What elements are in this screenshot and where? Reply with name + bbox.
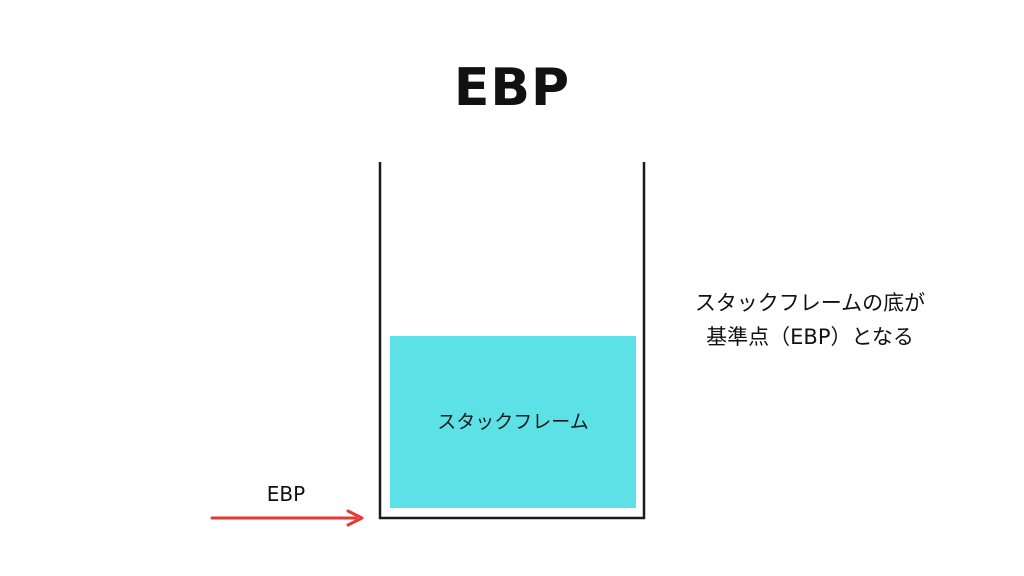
page-title: EBP: [453, 58, 571, 118]
stack-frame-block: [390, 336, 636, 508]
stack-container: [378, 162, 646, 520]
stack-frame-label: スタックフレーム: [437, 411, 589, 433]
ebp-arrow-icon: [210, 509, 364, 527]
annotation-text: スタックフレームの底が 基準点（EBP）となる: [660, 286, 960, 354]
annotation-line-1: スタックフレームの底が: [694, 291, 926, 315]
stack-frame: スタックフレーム: [390, 336, 636, 508]
annotation-line-2: 基準点（EBP）となる: [706, 325, 914, 349]
ebp-pointer-label: EBP: [266, 482, 306, 506]
